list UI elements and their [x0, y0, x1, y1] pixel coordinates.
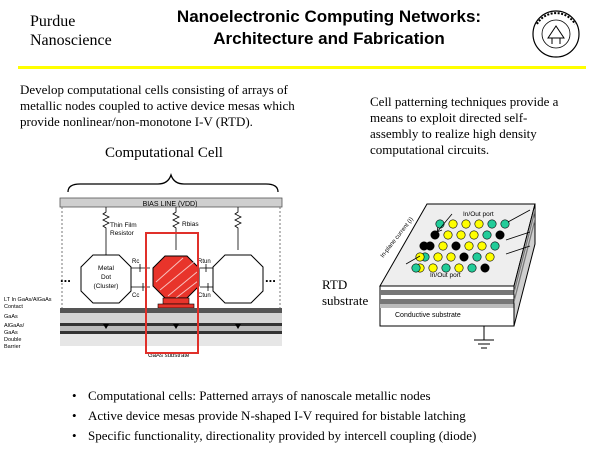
gaas-layer [60, 313, 282, 323]
title-divider-rule [18, 66, 586, 69]
ctun-label: Ctun [198, 293, 211, 299]
rtd-highlight-box [145, 232, 199, 354]
cell-description-line: provide nonlinear/non-monotone I-V (RTD)… [20, 114, 253, 129]
layer-labels: LT In GaAs/AlGaAs Contact GaAs AlGaAs/ G… [4, 297, 52, 350]
node-dot-array [411, 219, 510, 273]
rc-label: Rc [132, 259, 139, 265]
organization-line-2: Nanoscience [30, 32, 112, 49]
rtd-substrate-label-line: RTD [322, 277, 348, 292]
rbias-label: Rbias [182, 221, 199, 228]
patterning-description-line: Cell patterning techniques provide a [370, 94, 559, 109]
patterning-description-line: means to exploit directed self- [370, 110, 528, 125]
conductive-substrate-label: Conductive substrate [395, 312, 461, 319]
cc-label: Cc [132, 293, 139, 299]
node-dot [495, 230, 505, 240]
title-line-1: Nanoelectronic Computing Networks: [176, 7, 482, 26]
page-title: Nanoelectronic Computing Networks: Archi… [140, 6, 518, 50]
node-dot [461, 219, 471, 229]
cell-description-line: Develop computational cells consisting o… [20, 82, 288, 97]
patterning-description: Cell patterning techniques provide a mea… [370, 94, 595, 158]
io-arrows [405, 209, 531, 265]
node-dot [490, 241, 500, 251]
node-dot [474, 219, 484, 229]
key-points-list: Computational cells: Patterned arrays of… [70, 386, 476, 446]
metal-dot-label: (Cluster) [94, 283, 119, 290]
double-barrier-layer [60, 323, 282, 326]
svg-text:GaAs: GaAs [4, 314, 18, 320]
key-point: Computational cells: Patterned arrays of… [70, 386, 476, 406]
node-dot [485, 252, 495, 262]
ground-icon [474, 326, 494, 349]
node-dot [451, 241, 461, 251]
svg-text:GaAs: GaAs [4, 330, 18, 336]
title-line-2: Architecture and Fabrication [213, 29, 445, 48]
ellipsis-right: ... [265, 270, 276, 285]
node-dot [443, 230, 453, 240]
metal-dot-label: Metal [98, 265, 114, 272]
node-dot [415, 252, 425, 262]
svg-text:Contact: Contact [4, 304, 23, 310]
node-dot [467, 263, 477, 273]
node-dot [477, 241, 487, 251]
patterning-description-line: computational circuits. [370, 142, 490, 157]
node-dot [480, 263, 490, 273]
node-dot [441, 263, 451, 273]
node-dot [433, 252, 443, 262]
node-dot [428, 263, 438, 273]
contact-layer [60, 308, 282, 313]
rtd-substrate-label: RTD substrate [322, 277, 368, 309]
key-point: Specific functionality, directionality p… [70, 426, 476, 446]
node-dot [469, 230, 479, 240]
node-dot [411, 263, 421, 273]
figure-caption: Computational Cell [105, 145, 223, 161]
cell-description: Develop computational cells consisting o… [20, 82, 295, 130]
metal-dot-octagon [212, 254, 264, 304]
svg-text:Double: Double [4, 337, 21, 343]
node-dot [446, 252, 456, 262]
svg-text:Barrier: Barrier [4, 344, 21, 350]
bottom-port-label: In/Out port [430, 272, 461, 279]
node-dot [464, 241, 474, 251]
node-dot [459, 252, 469, 262]
node-dot [419, 241, 429, 251]
substrate-side-face [513, 203, 536, 327]
svg-text:LT In GaAs/AlGaAs: LT In GaAs/AlGaAs [4, 297, 52, 303]
bias-line-label: BIAS LINE (VDD) [143, 201, 198, 208]
svg-text:AlGaAs/: AlGaAs/ [4, 323, 25, 329]
node-dot [456, 230, 466, 240]
top-port-label: In/Out port [463, 211, 494, 218]
substrate-layer [60, 334, 282, 346]
node-dot [500, 219, 510, 229]
node-dot [487, 219, 497, 229]
node-dot [472, 252, 482, 262]
bias-line [59, 197, 283, 208]
node-dot [438, 241, 448, 251]
organization-label: Purdue Nanoscience [30, 12, 112, 50]
organization-line-1: Purdue [30, 13, 76, 30]
ellipsis-left: ... [60, 270, 71, 285]
rtun-label: Rtun [198, 259, 211, 265]
substrate-label: GaAs substrate [148, 353, 190, 359]
thin-film-resistor-label: Thin Film [110, 222, 137, 229]
node-dot [482, 230, 492, 240]
metal-dot-octagon [80, 254, 132, 304]
node-dot [435, 219, 445, 229]
patterning-description-line: assembly to realize high density [370, 126, 537, 141]
thin-film-resistor-label: Resistor [110, 230, 135, 237]
node-dot [430, 230, 440, 240]
node-dot [448, 219, 458, 229]
cell-description-line: metallic nodes coupled to active device … [20, 98, 295, 113]
node-dot [454, 263, 464, 273]
rtd-substrate-label-line: substrate [322, 293, 369, 308]
key-point: Active device mesas provide N-shaped I-V… [70, 406, 476, 426]
bias-resistors [102, 207, 242, 256]
metal-dot-label: Dot [101, 274, 111, 281]
university-seal-logo [532, 10, 580, 58]
cell-brace [67, 172, 279, 193]
